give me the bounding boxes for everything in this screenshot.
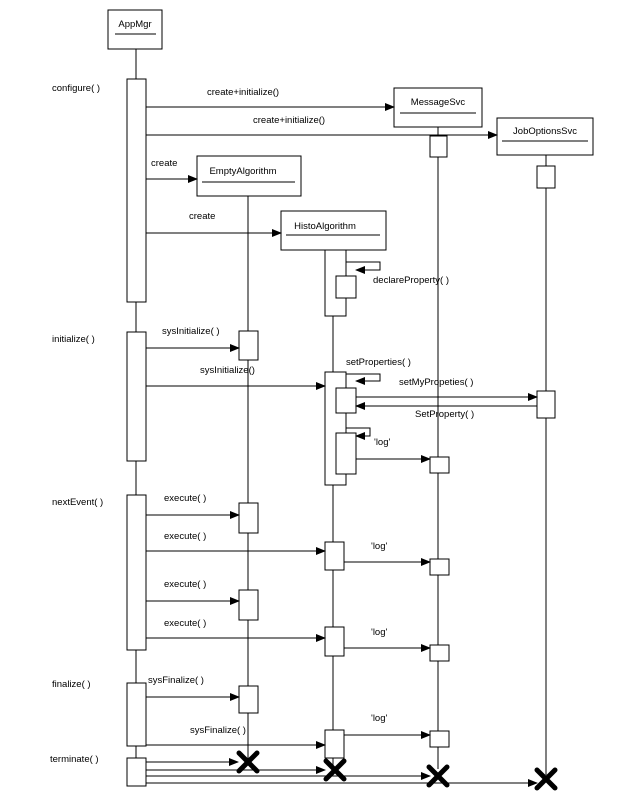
object-messagesvc: MessageSvc	[393, 87, 483, 128]
phase-initialize: initialize( )	[52, 334, 95, 345]
msg-declare-property: declareProperty( )	[373, 275, 449, 286]
msg-create-init-joboptionssvc: create+initialize()	[253, 115, 325, 126]
msg-sysfinalize-emptyalgorithm: sysFinalize( )	[148, 675, 204, 686]
msg-sysfinalize-histoalgorithm: sysFinalize( )	[190, 725, 246, 736]
msg-log-3: 'log'	[371, 627, 387, 638]
message-labels: create+initialize() create+initialize() …	[148, 87, 474, 736]
msg-log-2: 'log'	[371, 541, 387, 552]
activations	[126, 78, 556, 787]
phase-configure: configure( )	[52, 83, 100, 94]
msg-log-1: 'log'	[374, 437, 390, 448]
msg-set-properties: setProperties( )	[346, 357, 411, 368]
object-emptyalgorithm: EmptyAlgorithm	[196, 155, 302, 197]
msg-execute-4: execute( )	[164, 618, 206, 629]
msg-execute-3: execute( )	[164, 579, 206, 590]
msg-create-emptyalgorithm: create	[151, 158, 177, 169]
msg-execute-1: execute( )	[164, 493, 206, 504]
object-emptyalgorithm-label: EmptyAlgorithm	[209, 166, 276, 177]
messages	[146, 103, 538, 787]
object-histoalgorithm: HistoAlgorithm	[280, 210, 387, 251]
object-joboptionssvc-label: JobOptionsSvc	[513, 126, 577, 137]
destroy-joboptionssvc-icon	[534, 767, 558, 791]
msg-sysinitialize-emptyalgorithm: sysInitialize( )	[162, 326, 220, 337]
object-messagesvc-label: MessageSvc	[411, 97, 466, 108]
destroy-messagesvc-icon	[426, 764, 450, 788]
phase-finalize: finalize( )	[52, 679, 91, 690]
msg-set-property: SetProperty( )	[415, 409, 474, 420]
msg-execute-2: execute( )	[164, 531, 206, 542]
msg-log-4: 'log'	[371, 713, 387, 724]
phase-labels: configure( ) initialize( ) nextEvent( ) …	[50, 83, 103, 765]
phase-terminate: terminate( )	[50, 754, 99, 765]
object-histoalgorithm-label: HistoAlgorithm	[294, 221, 356, 232]
object-appmgr-label: AppMgr	[118, 19, 151, 30]
msg-create-init-messagesvc: create+initialize()	[207, 87, 279, 98]
object-joboptionssvc: JobOptionsSvc	[496, 117, 594, 156]
msg-create-histoalgorithm: create	[189, 211, 215, 222]
object-appmgr: AppMgr	[107, 9, 163, 50]
msg-set-my-properties: setMyPropeties( )	[399, 377, 473, 388]
msg-sysinitialize-histoalgorithm: sysInitialize()	[200, 365, 255, 376]
destroy-marks	[236, 750, 558, 791]
destroy-histoalgorithm-icon	[323, 758, 347, 782]
destroy-emptyalgorithm-icon	[236, 750, 260, 774]
phase-nextevent: nextEvent( )	[52, 497, 103, 508]
